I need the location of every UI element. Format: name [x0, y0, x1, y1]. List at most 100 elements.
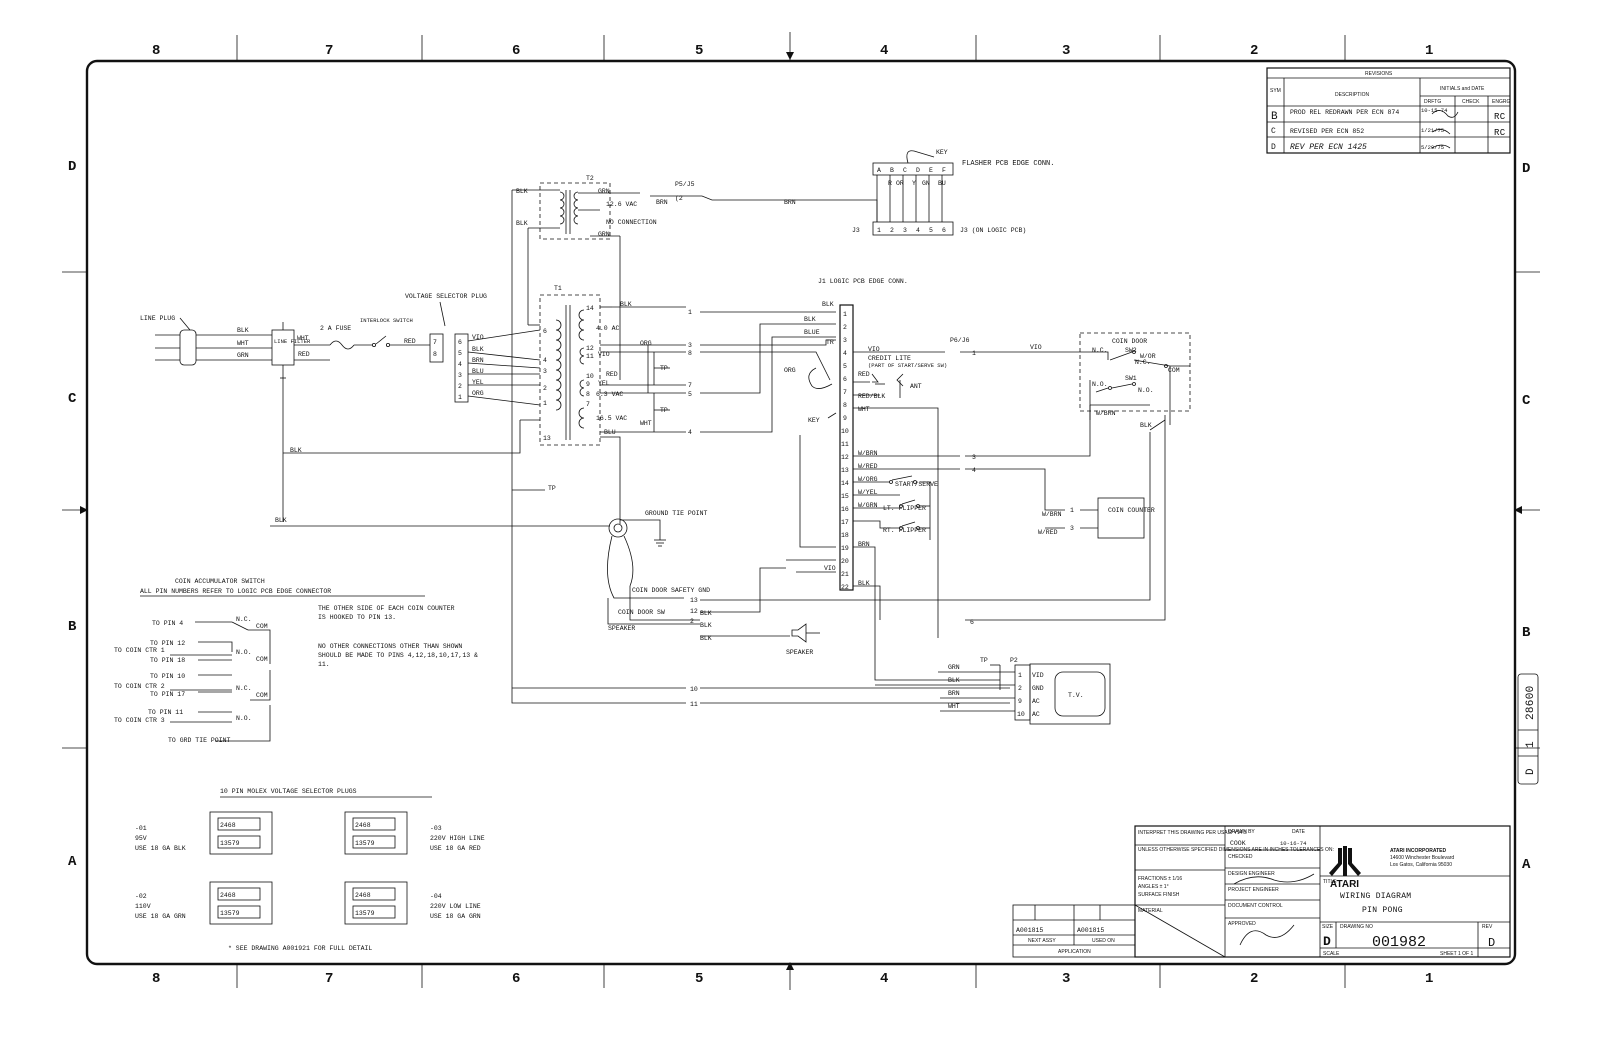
j1-pin: 9 — [843, 415, 847, 422]
tb-date: 10-16-74 — [1280, 840, 1307, 847]
selector-pin: 1 — [458, 394, 462, 401]
revisions-check-header: CHECK — [1462, 99, 1480, 105]
t1-label: T1 — [554, 285, 562, 292]
coin-counter-wire: W/BRN — [1042, 511, 1062, 518]
tv-pin-name: GND — [1032, 685, 1044, 692]
j1-pin: 13 — [841, 467, 849, 474]
zone-col-bottom: 2 — [1250, 971, 1258, 987]
connector-wire: VIO — [1030, 344, 1042, 351]
t1-pin: 8 — [586, 391, 590, 398]
j3-pin: 4 — [916, 227, 920, 234]
molex-use: USE 18 GA BLK — [135, 845, 186, 852]
zone-col-bottom: 4 — [880, 971, 888, 987]
j1-pin: 20 — [841, 558, 849, 565]
j1-pin: 2 — [843, 324, 847, 331]
tv-wire: BRN — [948, 690, 960, 697]
zone-row-left: C — [68, 391, 77, 407]
tb-approved: APPROVED — [1228, 921, 1256, 927]
revision-date: 10-15-74 — [1421, 107, 1448, 114]
t1-pin: 4 — [543, 357, 547, 364]
j1-right-wire: W/ORG — [858, 476, 878, 483]
t1-wire: RED — [606, 371, 618, 378]
j3-pin: 5 — [929, 227, 933, 234]
connector-pin: 6 — [970, 619, 974, 626]
rt-flipper-label: RT. FLIPPER — [883, 527, 926, 534]
molex-pins: 2468 — [220, 892, 236, 899]
j1-pin: 6 — [843, 376, 847, 383]
j1-wire: TR — [826, 339, 834, 346]
tb-drawn-by: COOK — [1230, 840, 1246, 847]
molex-use: USE 18 GA GRN — [430, 913, 481, 920]
start-switch-label: START/SERVE — [895, 481, 938, 488]
center-arrow-bottom — [786, 962, 794, 970]
zone-col-top: 5 — [695, 43, 703, 59]
connector-pin: 3 — [1070, 525, 1074, 532]
line-plug — [179, 329, 197, 366]
j1-title: J1 LOGIC PCB EDGE CONN. — [818, 278, 908, 285]
connector-pin: 3 — [688, 342, 692, 349]
t1-pin: 3 — [543, 368, 547, 375]
j1-pin: 14 — [841, 480, 849, 487]
application-item: A001815 — [1016, 927, 1043, 934]
zone-col-bottom: 6 — [512, 971, 520, 987]
note-pin: TO COIN CTR 3 — [114, 717, 165, 724]
t2-wire-label: GRN — [598, 188, 610, 195]
tb-title-2: PIN PONG — [1362, 906, 1403, 915]
j1-right-wire: RED — [858, 371, 870, 378]
zone-col-top: 7 — [325, 43, 333, 59]
p5j5-label: P5/J5 — [675, 181, 695, 188]
j1-right-wire: W/RED — [858, 463, 878, 470]
note-pin: TO PIN 17 — [150, 691, 185, 698]
j1-right-wire: VIO — [824, 565, 836, 572]
connector-arrow-lines — [511, 351, 1166, 704]
speaker-wire-label: SPEAKER — [608, 625, 635, 632]
zone-row-right: A — [1522, 857, 1531, 873]
t1-pin: 11 — [586, 353, 594, 360]
ground-tie-point: GROUND TIE POINT — [607, 510, 708, 621]
coin-door-switch-label: N.O. — [1092, 381, 1108, 388]
zone-col-top: 1 — [1425, 43, 1433, 59]
connector-pin: 1 — [972, 350, 976, 357]
tb-interpret: INTERPRET THIS DRAWING PER USASI Y14.5 — [1138, 830, 1247, 836]
zone-col-top: 6 — [512, 43, 520, 59]
note-contact: N.C. — [236, 616, 252, 623]
coin-door-switch-label: W/OR — [1140, 353, 1156, 360]
t1-wire: YEL — [598, 380, 610, 387]
revision-description: REV PER ECN 1425 — [1290, 143, 1367, 152]
note-contact: COM — [256, 623, 268, 630]
molex-volts: 95V — [135, 835, 147, 842]
molex-use: USE 18 GA RED — [430, 845, 481, 852]
j3-pin: 1 — [877, 227, 881, 234]
j1-right-wire: RED/BLK — [858, 393, 885, 400]
tv-pin-name: AC — [1032, 698, 1040, 705]
application-block: A001815 A001815 NEXT ASSY USED ON APPLIC… — [1012, 904, 1136, 958]
j1-right-wire: VIO — [868, 346, 880, 353]
tb-unless: UNLESS OTHERWISE SPECIFIED DIMENSIONS AR… — [1138, 847, 1334, 853]
coin-notes: COIN ACCUMULATOR SWITCH ALL PIN NUMBERS … — [114, 578, 478, 744]
j1-pins: 1 2 3 4 5 6 7 8 9 10 11 12 13 14 15 16 1… — [841, 311, 849, 591]
t2-label: T2 — [586, 175, 594, 182]
revision-date: 1/21/75 — [1421, 127, 1444, 134]
flasher-pin: D — [916, 167, 920, 174]
lower-wire: BLK — [700, 635, 712, 642]
tb-drawing-no-label: DRAWING NO — [1340, 924, 1373, 930]
molex-pins: 2468 — [355, 822, 371, 829]
selector-wire: YEL — [472, 379, 484, 386]
zone-col-top: 2 — [1250, 43, 1258, 59]
project-engineer-signature — [1233, 873, 1315, 885]
note-contact: COM — [256, 692, 268, 699]
line-wire-label: BLK — [237, 327, 249, 334]
t1-pin: 12 — [586, 345, 594, 352]
tb-size: D — [1323, 934, 1331, 949]
side-stamp-rev: D — [1525, 768, 1537, 775]
connector-pin: 2 — [690, 618, 694, 625]
connector-pin: 12 — [690, 608, 698, 615]
zone-row-right: B — [1522, 625, 1531, 641]
tb-rev: D — [1488, 936, 1496, 950]
tb-drawn-by-label: DRAWN BY — [1228, 829, 1255, 835]
tb-date-label: DATE — [1292, 829, 1306, 835]
title-block: INTERPRET THIS DRAWING PER USASI Y14.5 U… — [1134, 825, 1511, 958]
selector-wire: BLK — [472, 346, 484, 353]
test-point-label: TP — [980, 657, 988, 664]
j1-right-wire: W/YEL — [858, 489, 878, 496]
